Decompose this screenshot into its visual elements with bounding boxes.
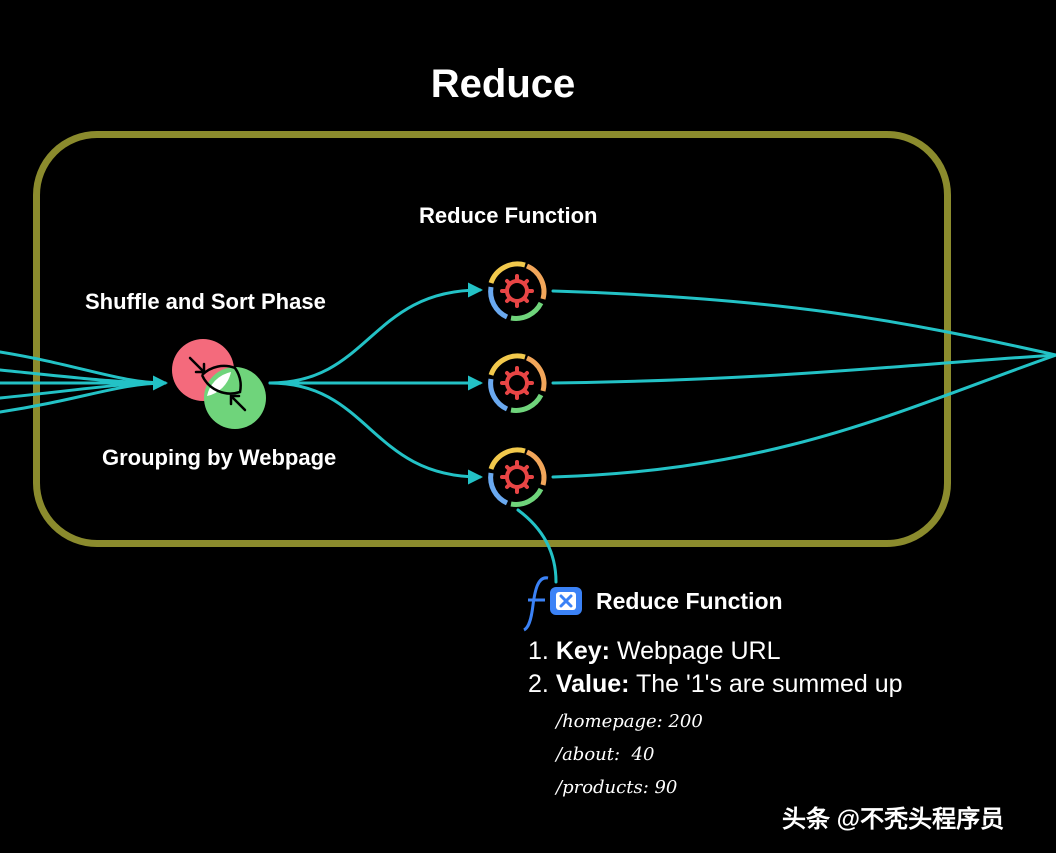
- list-item: 2. Value: The '1's are summed up: [528, 670, 903, 699]
- merge-arrows-icon: [172, 339, 266, 429]
- reducer-node-3: [491, 450, 544, 504]
- wire-to-reducer-1: [268, 282, 483, 385]
- output-wire-3: [551, 353, 1056, 479]
- grouping-label: Grouping by Webpage: [102, 445, 337, 470]
- callout-connector: [516, 508, 558, 584]
- watermark: 头条 @不秃头程序员: [782, 806, 1005, 833]
- list-key: Key:: [555, 637, 610, 665]
- callout-title: Reduce Function: [596, 588, 783, 614]
- diagram-title: Reduce: [430, 62, 576, 106]
- list-item: 1. Key: Webpage URL: [528, 637, 780, 666]
- wire-to-reducer-3: [268, 381, 483, 485]
- reducer-node-2: [491, 356, 544, 410]
- list-number: 2.: [528, 670, 549, 698]
- function-icon: [523, 576, 582, 632]
- list-text: The '1's are summed up: [635, 670, 903, 698]
- input-wire: [0, 381, 167, 414]
- code-line: /products: 90: [556, 777, 678, 798]
- reduce-stage-box: [33, 131, 951, 547]
- list-text: Webpage URL: [616, 637, 781, 665]
- output-wire-2: [551, 353, 1056, 385]
- code-line: /homepage: 200: [556, 711, 703, 732]
- list-number: 1.: [528, 637, 549, 665]
- list-key: Value:: [555, 670, 630, 698]
- output-wire-1: [551, 289, 1056, 357]
- reduce-function-label: Reduce Function: [419, 203, 598, 228]
- reducer-node-1: [491, 264, 544, 318]
- input-wire: [0, 368, 167, 385]
- code-line: /about: 40: [556, 744, 655, 765]
- shuffle-sort-label: Shuffle and Sort Phase: [85, 289, 326, 314]
